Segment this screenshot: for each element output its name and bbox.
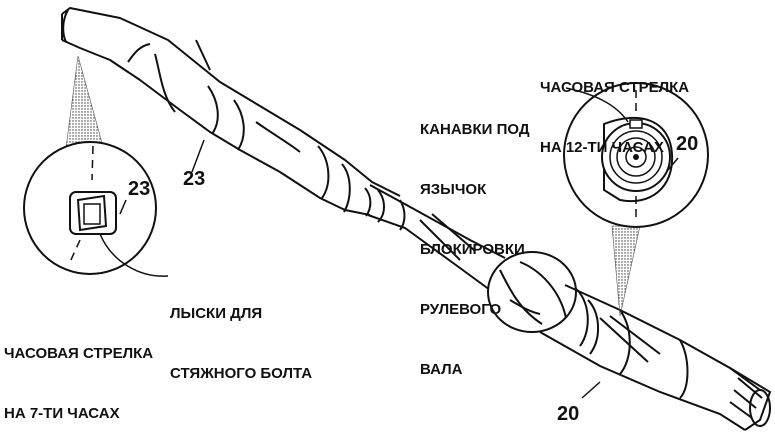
- clock-12-label-line2: НА 12-ТИ ЧАСАХ: [540, 139, 664, 156]
- callout-20-shaft: 20: [557, 403, 580, 425]
- lower-shaft: [539, 284, 772, 431]
- bolt-flats-label-line1: ЛЫСКИ ДЛЯ: [170, 305, 263, 322]
- bolt-flats-label: ЛЫСКИ ДЛЯ СТЯЖНОГО БОЛТА: [170, 264, 370, 424]
- clock-12-label: ЧАСОВАЯ СТРЕЛКА НА 12-ТИ ЧАСАХ: [540, 38, 740, 198]
- grooves-label-line4: РУЛЕВОГО: [420, 301, 502, 318]
- right-detail: [563, 82, 709, 399]
- callout-23-shaft: 23: [183, 168, 206, 190]
- callout-20-detail: 20: [676, 133, 699, 155]
- clock-12-label-line1: ЧАСОВАЯ СТРЕЛКА: [540, 79, 690, 96]
- universal-joint: [487, 251, 577, 333]
- clock-7-label-line2: НА 7-ТИ ЧАСАХ: [4, 405, 120, 422]
- callout-23-detail: 23: [128, 178, 151, 200]
- grooves-label-line2: ЯЗЫЧОК: [420, 181, 487, 198]
- left-detail: [23, 55, 205, 277]
- clock-7-label: ЧАСОВАЯ СТРЕЛКА НА 7-ТИ ЧАСАХ: [4, 304, 204, 447]
- bolt-flats-label-line2: СТЯЖНОГО БОЛТА: [170, 365, 313, 382]
- middle-shaft: [364, 184, 506, 291]
- grooves-label-line3: БЛОКИРОВКИ: [420, 241, 525, 258]
- grooves-label-line1: КАНАВКИ ПОД: [420, 121, 530, 138]
- grooves-label: КАНАВКИ ПОД ЯЗЫЧОК БЛОКИРОВКИ РУЛЕВОГО В…: [420, 80, 580, 420]
- clock-7-label-line1: ЧАСОВАЯ СТРЕЛКА: [4, 345, 154, 362]
- grooves-label-line5: ВАЛА: [420, 361, 463, 378]
- upper-shaft: [61, 7, 401, 216]
